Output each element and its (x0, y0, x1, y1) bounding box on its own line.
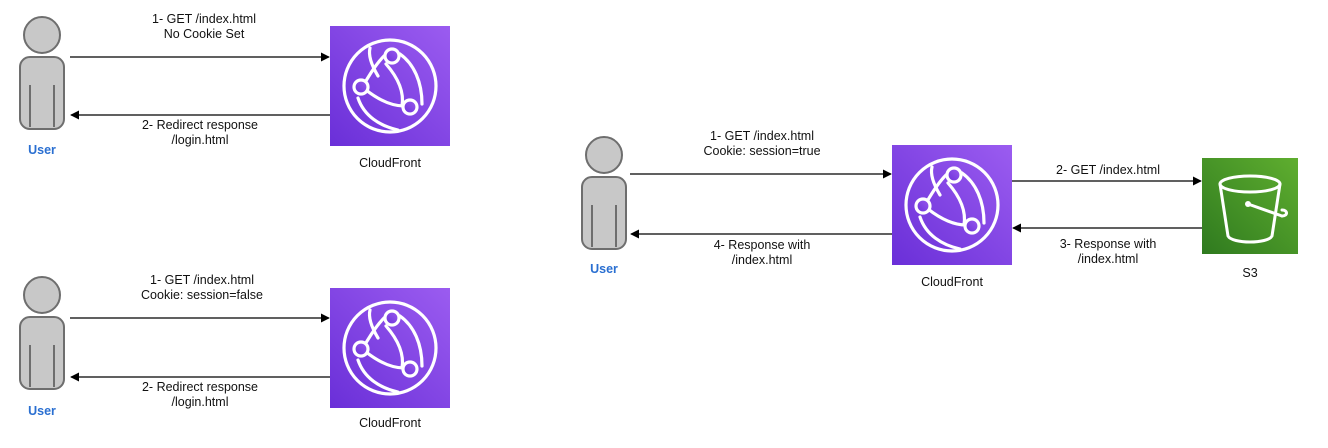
cloudfront-label: CloudFront (359, 156, 421, 170)
arrow-label: 2- Redirect response/login.html (141, 118, 259, 147)
user-icon (18, 275, 66, 391)
s3-label: S3 (1242, 266, 1258, 280)
user-label: User (28, 404, 56, 418)
arrow-label: 4- Response with/index.html (713, 238, 811, 267)
cloudfront-label: CloudFront (921, 275, 983, 289)
cloudfront-globe-icon (330, 288, 450, 408)
arrow-label: 2- Redirect response/login.html (141, 380, 259, 409)
arrow-label: 3- Response with/index.html (1059, 237, 1157, 266)
user-label: User (590, 262, 618, 276)
user-icon (580, 135, 628, 251)
arrow-label: 2- GET /index.html (1056, 163, 1160, 177)
user-icon (18, 15, 66, 131)
cloudfront-globe-icon (330, 26, 450, 146)
s3-bucket-icon (1202, 158, 1298, 254)
cloudfront-globe-icon (892, 145, 1012, 265)
user-label: User (28, 143, 56, 157)
cloudfront-label: CloudFront (359, 416, 421, 430)
